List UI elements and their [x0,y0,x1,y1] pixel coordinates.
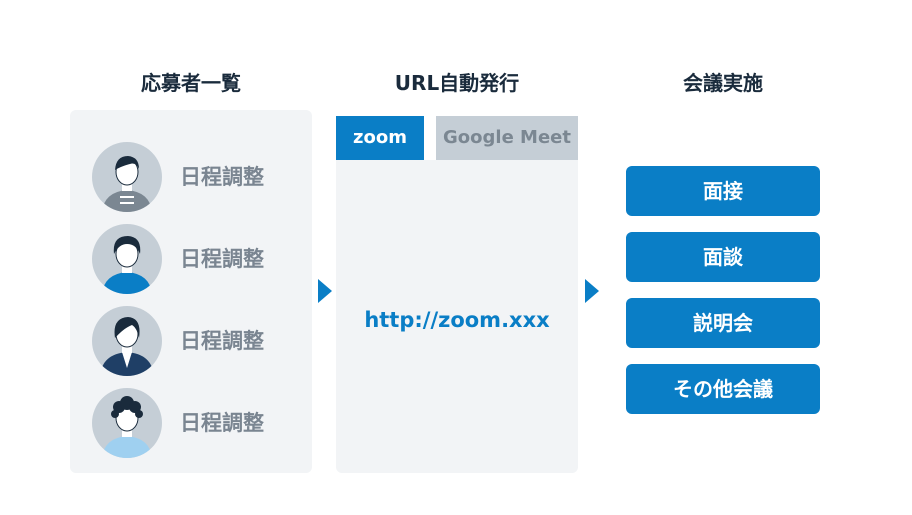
applicants-column-title: 応募者一覧 [141,71,241,95]
tab-zoom[interactable]: zoom [336,116,424,160]
schedule-label: 日程調整 [180,411,264,435]
tab-google-meet[interactable]: Google Meet [436,116,578,160]
person-icon [92,142,162,212]
meeting-url[interactable]: http://zoom.xxx [364,308,550,332]
arrow-right-icon [585,279,599,303]
applicants-panel: 日程調整 日程調整 日程調整 [70,110,312,473]
applicant-item[interactable]: 日程調整 [92,306,312,378]
schedule-label: 日程調整 [180,329,264,353]
schedule-label: 日程調整 [180,247,264,271]
schedule-label: 日程調整 [180,165,264,189]
applicant-item[interactable]: 日程調整 [92,224,312,296]
url-column-title: URL自動発行 [394,71,520,95]
arrow-right-icon [318,279,332,303]
applicant-item[interactable]: 日程調整 [92,142,312,214]
person-icon [92,388,162,458]
applicant-item[interactable]: 日程調整 [92,388,312,460]
briefing-button[interactable]: 説明会 [626,298,820,348]
person-icon [92,224,162,294]
interview-button[interactable]: 面接 [626,166,820,216]
url-panel [336,160,578,473]
other-meeting-button[interactable]: その他会議 [626,364,820,414]
person-icon [92,306,162,376]
meeting-column-title: 会議実施 [683,71,763,95]
meeting-button[interactable]: 面談 [626,232,820,282]
